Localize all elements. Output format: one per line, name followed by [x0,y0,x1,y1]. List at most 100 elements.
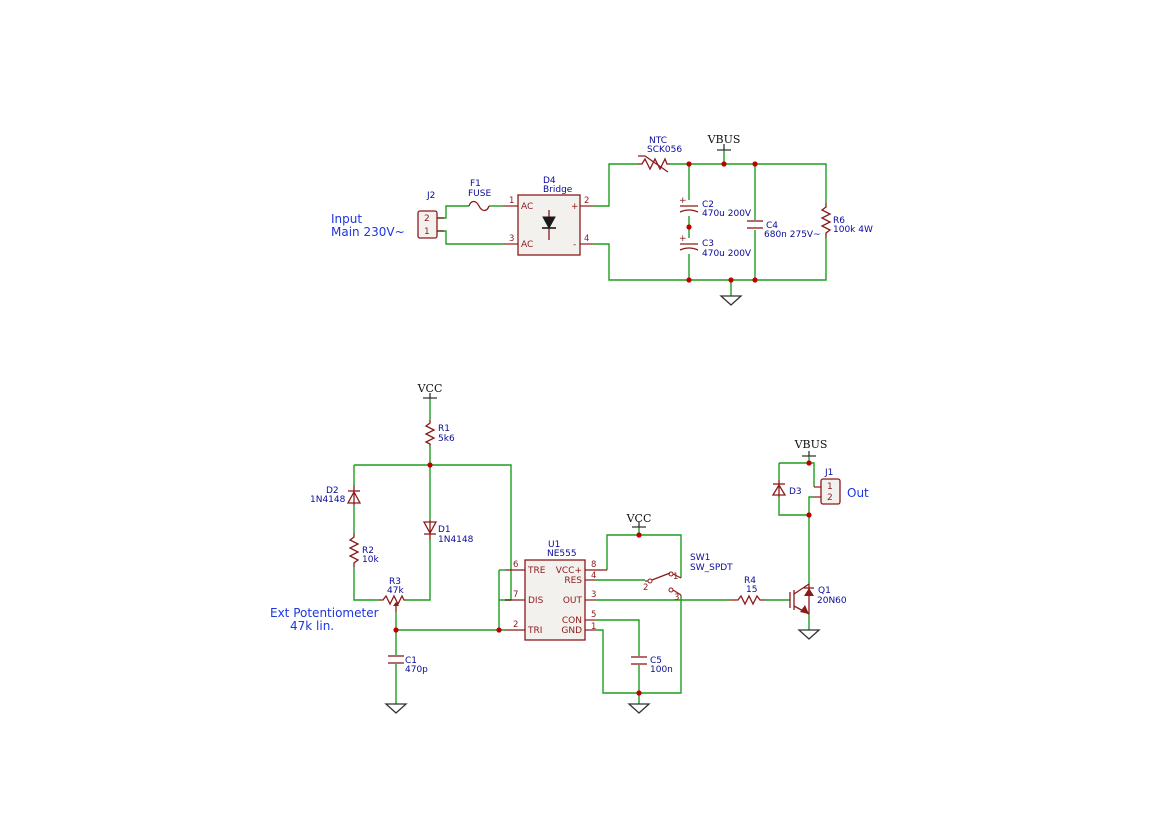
resistor-r2[interactable]: R2 10k [348,533,379,567]
vcc-label-switch: VCC [626,512,652,525]
c1-ref: C1 [405,656,417,666]
sw1-pin1: 1 [673,572,678,582]
c2-ref: C2 [702,200,714,210]
d4-pin2: 2 [584,196,589,206]
d4-value: Bridge [543,185,573,195]
bridge-rectifier-d4[interactable]: D4 Bridge AC AC + - 1 3 2 4 [503,176,593,256]
connector-j2[interactable]: J2 2 1 [417,191,444,239]
d4-pin1: 1 [509,196,514,206]
u1-pin-tre-num: 6 [513,560,518,570]
d4-plus: + [571,202,579,212]
input-note-line2: Main 230V~ [331,225,405,239]
r1-value: 5k6 [438,434,455,444]
c3-ref: C3 [702,239,714,249]
ext-note-line1: Ext Potentiometer [270,606,379,620]
j1-ref: J1 [824,468,833,478]
u1-pin-tri-num: 2 [513,620,518,630]
f1-value: FUSE [468,189,491,199]
capacitor-c1[interactable]: C1 470p [388,655,428,675]
r4-ref: R4 [744,576,756,586]
vcc-label-left: VCC [417,382,443,395]
u1-value: NE555 [547,549,577,559]
svg-text:+: + [679,234,687,244]
sw1-pin2: 2 [643,583,648,593]
u1-pin-tre-name: TRE [527,566,546,576]
vbus-label-right: VBUS [794,438,828,451]
r6-value: 100k 4W [833,225,873,235]
j2-ref: J2 [426,191,435,201]
ground-symbols-timer [384,629,821,714]
sw1-ref: SW1 [690,553,710,563]
c2-value: 470u 200V [702,209,752,219]
d1-ref: D1 [438,525,451,535]
j1-pin-a: 1 [827,482,833,492]
ext-potentiometer-note: Ext Potentiometer 47k lin. [270,606,379,633]
ntc-ref: NTC [649,136,667,146]
capacitor-c2[interactable]: + C2 470u 200V [679,196,752,219]
u1-pin-vcc-name: VCC+ [556,566,582,576]
sw1-pin3: 3 [674,593,679,603]
j2-pin-a: 2 [424,214,430,224]
r6-ref: R6 [833,216,845,226]
resistor-r6[interactable]: R6 100k 4W [820,203,873,238]
q1-ref: Q1 [818,586,831,596]
vbus-power-symbol-top: VBUS [707,133,741,151]
r4-value: 15 [746,585,757,595]
capacitor-c5[interactable]: C5 100n [631,656,673,675]
diode-d3[interactable]: D3 [771,480,802,497]
d2-ref: D2 [326,486,339,496]
r1-ref: R1 [438,424,450,434]
c4-ref: C4 [766,221,778,231]
vcc-power-symbol-left: VCC [417,382,443,399]
u1-pin-dis-num: 7 [513,590,518,600]
r2-ref: R2 [362,546,374,556]
d2-value: 1N4148 [310,495,346,505]
d4-pin4: 4 [584,234,589,244]
u1-pin-res-num: 4 [591,571,596,581]
ntc-value: SCK056 [647,145,682,155]
potentiometer-r3[interactable]: R3 47k [379,577,406,612]
vbus-label-top: VBUS [707,133,741,146]
diode-d2[interactable]: D2 1N4148 [310,485,362,505]
d4-ac2: AC [521,240,533,250]
diode-d1[interactable]: D1 1N4148 [422,520,474,545]
u1-pin-gnd-num: 1 [591,622,596,632]
u1-pin-dis-name: DIS [528,596,544,606]
fuse-f1[interactable]: F1 FUSE [468,179,491,212]
connector-j1[interactable]: J1 1 2 Out [814,468,869,505]
c5-ref: C5 [650,656,662,666]
j1-pin-b: 2 [827,493,833,503]
wires-timer [353,398,815,704]
d4-minus: - [573,240,576,250]
igbt-q1[interactable]: Q1 20N60 [789,583,847,615]
u1-pin-out-num: 3 [591,590,596,600]
u1-pin-gnd-name: GND [561,626,582,636]
d4-ac1: AC [521,202,533,212]
resistor-r1[interactable]: R1 5k6 [424,420,455,446]
svg-text:+: + [679,196,687,206]
timer-ic-u1[interactable]: U1 NE555 TRE 6 DIS 7 TRI 2 VCC+ 8 RES 4 … [505,540,607,641]
u1-ref: U1 [548,540,560,550]
d4-ref: D4 [543,176,556,186]
r3-value: 47k [387,586,404,596]
c3-value: 470u 200V [702,249,752,259]
capacitor-c3[interactable]: + C3 470u 200V [679,234,752,259]
vcc-power-symbol-switch: VCC [626,512,652,528]
input-note: Input Main 230V~ [331,212,405,239]
u1-pin-con-num: 5 [591,610,596,620]
u1-pin-vcc-num: 8 [591,560,596,570]
u1-pin-tri-name: TRI [527,626,542,636]
d1-value: 1N4148 [438,535,474,545]
switch-sw1[interactable]: SW1 SW_SPDT 2 1 3 [643,553,733,603]
input-note-line1: Input [331,212,362,226]
capacitor-c4[interactable]: C4 680n 275V~ [747,220,821,240]
d4-pin3: 3 [509,234,514,244]
out-note: Out [847,486,869,500]
c4-value: 680n 275V~ [764,230,821,240]
c5-value: 100n [650,665,673,675]
thermistor-ntc[interactable]: NTC SCK056 [638,136,682,173]
junctions-power-supply [686,161,758,283]
resistor-r4[interactable]: R4 15 [730,576,766,606]
u1-pin-out-name: OUT [563,596,583,606]
r3-ref: R3 [389,577,401,587]
